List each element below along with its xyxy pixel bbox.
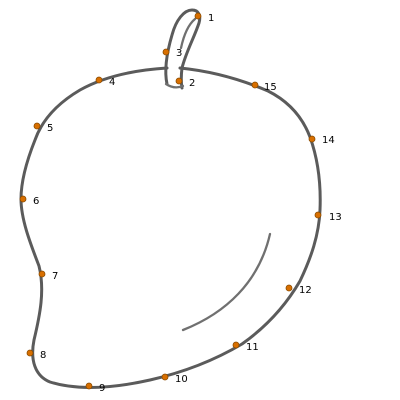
dot-15 bbox=[251, 81, 259, 89]
dot-1 bbox=[194, 12, 202, 20]
dot-label-6: 6 bbox=[33, 196, 39, 207]
dot-label-4: 4 bbox=[109, 77, 115, 88]
dot-6 bbox=[19, 195, 27, 203]
dot-12 bbox=[285, 284, 293, 292]
dot-9 bbox=[85, 382, 93, 390]
dot-label-15: 15 bbox=[264, 82, 277, 93]
dot-label-7: 7 bbox=[52, 271, 58, 282]
dot-11 bbox=[232, 341, 240, 349]
dot-label-14: 14 bbox=[322, 135, 335, 146]
dot-4 bbox=[95, 76, 103, 84]
dot-14 bbox=[308, 135, 316, 143]
dot-7 bbox=[38, 270, 46, 278]
stem-inner-line bbox=[179, 17, 197, 50]
dot-label-2: 2 bbox=[189, 78, 195, 89]
dot-label-5: 5 bbox=[47, 123, 53, 134]
dot-label-10: 10 bbox=[175, 374, 188, 385]
stem-base bbox=[164, 82, 185, 89]
dot-13 bbox=[314, 211, 322, 219]
dot-3 bbox=[162, 48, 170, 56]
dot-label-1: 1 bbox=[208, 13, 214, 24]
dot-label-12: 12 bbox=[299, 285, 312, 296]
dot-label-8: 8 bbox=[40, 350, 46, 361]
dot-label-11: 11 bbox=[246, 342, 259, 353]
mango-body-outline bbox=[19, 66, 322, 389]
dot-label-13: 13 bbox=[329, 212, 342, 223]
dot-8 bbox=[26, 349, 34, 357]
dot-5 bbox=[33, 122, 41, 130]
dot-label-9: 9 bbox=[99, 383, 105, 394]
mango-outline bbox=[19, 8, 322, 389]
dot-2 bbox=[175, 77, 183, 85]
mango-stem bbox=[164, 8, 202, 90]
dot-10 bbox=[161, 373, 169, 381]
mango-crease bbox=[181, 232, 272, 332]
dot-label-3: 3 bbox=[176, 48, 182, 59]
